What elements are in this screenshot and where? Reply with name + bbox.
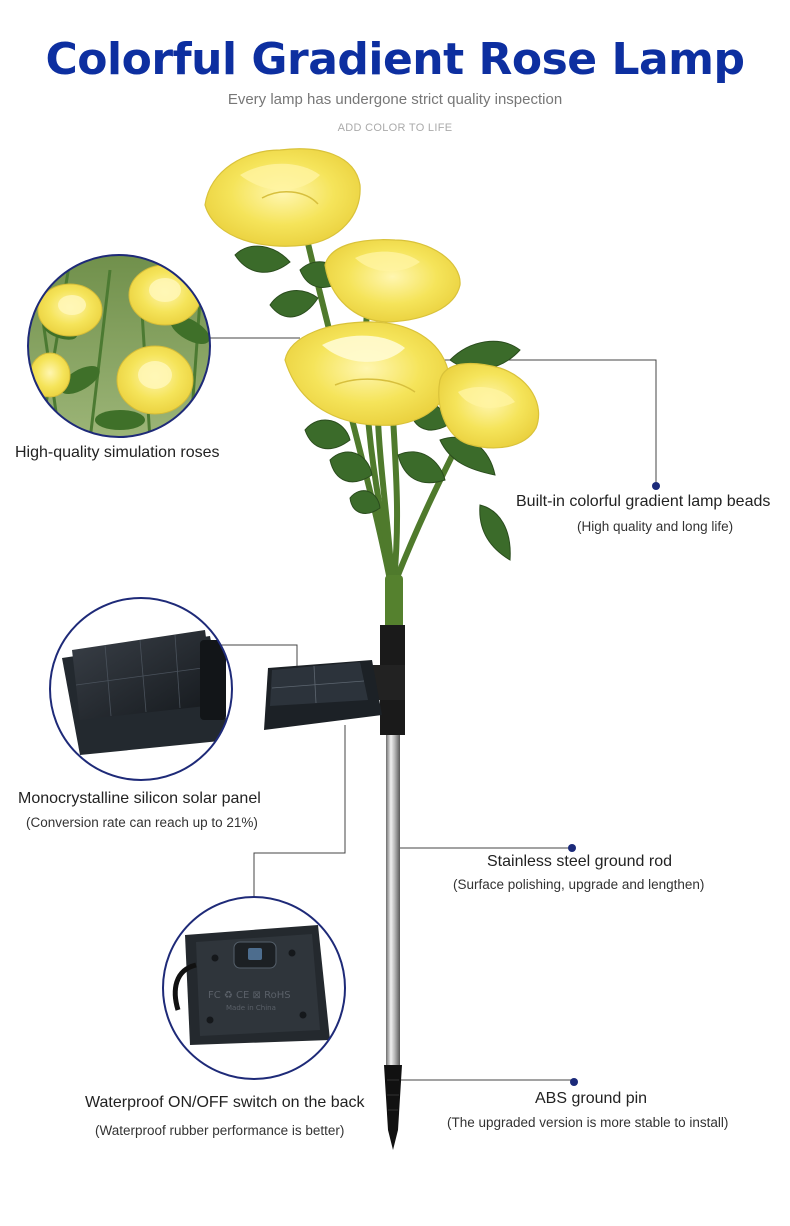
detail-circle-solar-panel bbox=[49, 597, 233, 781]
callout-switch-label: Waterproof ON/OFF switch on the back bbox=[85, 1094, 365, 1111]
callout-solar-sub: (Conversion rate can reach up to 21%) bbox=[26, 815, 258, 830]
steel-rod bbox=[386, 730, 400, 1070]
callout-pin-sub: (The upgraded version is more stable to … bbox=[447, 1115, 729, 1130]
made-in-china-mark: Made in China bbox=[226, 1004, 276, 1012]
rose-flowers bbox=[204, 148, 540, 449]
ground-pin bbox=[384, 1065, 402, 1150]
page-title: Colorful Gradient Rose Lamp bbox=[45, 34, 745, 85]
certification-marks: FC ♻ CE ⊠ RoHS bbox=[208, 990, 291, 1001]
callout-roses-label: High-quality simulation roses bbox=[15, 444, 220, 461]
callout-pin-label: ABS ground pin bbox=[535, 1090, 648, 1107]
callout-lines bbox=[210, 337, 657, 1081]
callout-solar-label: Monocrystalline silicon solar panel bbox=[18, 790, 261, 807]
page-subtitle: Every lamp has undergone strict quality … bbox=[227, 91, 563, 108]
stem-base bbox=[385, 575, 403, 630]
detail-circle-switch: FC ♻ CE ⊠ RoHS Made in China bbox=[162, 896, 346, 1080]
callout-rod-label: Stainless steel ground rod bbox=[487, 853, 672, 870]
tagline: ADD COLOR TO LIFE bbox=[337, 122, 453, 134]
mounted-solar-panel bbox=[264, 660, 382, 730]
callout-rod-sub: (Surface polishing, upgrade and lengthen… bbox=[453, 877, 705, 892]
callout-beads-sub: (High quality and long life) bbox=[577, 519, 734, 534]
callout-beads-label: Built-in colorful gradient lamp beads bbox=[516, 493, 771, 510]
callout-switch-sub: (Waterproof rubber performance is better… bbox=[95, 1123, 345, 1138]
detail-circle-roses bbox=[27, 254, 211, 438]
